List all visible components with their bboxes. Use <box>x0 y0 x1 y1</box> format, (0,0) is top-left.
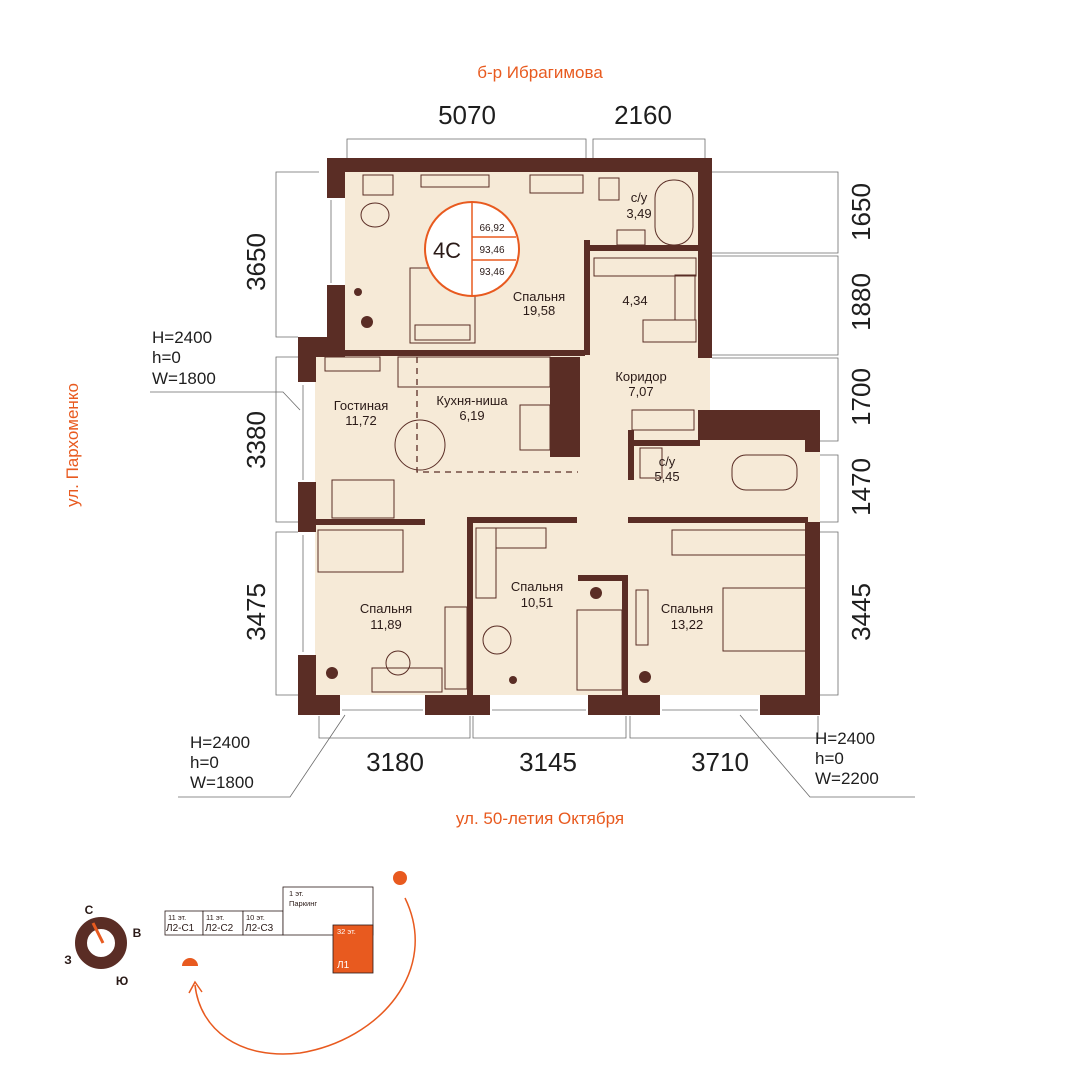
apartment-floor <box>315 170 820 695</box>
room-bath-mid-name: с/у <box>659 454 676 469</box>
svg-text:W=2200: W=2200 <box>815 769 879 788</box>
svg-text:h=0: h=0 <box>190 753 219 772</box>
badge-type: 4С <box>433 238 461 263</box>
dim-left-1: 3650 <box>241 233 271 291</box>
apartment-type-badge: 4С 66,92 93,46 93,46 <box>424 201 520 297</box>
dimension-guides <box>150 138 915 798</box>
svg-text:W=1800: W=1800 <box>152 369 216 388</box>
sun-icon <box>393 871 407 885</box>
dim-top-1: 5070 <box>438 100 496 130</box>
svg-text:11 эт.: 11 эт. <box>168 913 186 922</box>
svg-text:Л2-С1: Л2-С1 <box>166 923 195 934</box>
dim-top-2: 2160 <box>614 100 672 130</box>
dim-right-1: 1650 <box>846 183 876 241</box>
room-corridor-area: 7,07 <box>628 384 653 399</box>
dim-left-2: 3380 <box>241 411 271 469</box>
dim-right-3: 1700 <box>846 368 876 426</box>
room-bedroom-right-name: Спальня <box>661 601 713 616</box>
room-bedroom-mid-area: 10,51 <box>521 595 554 610</box>
sunrise-icon <box>182 958 198 966</box>
dim-bottom-2: 3145 <box>519 747 577 777</box>
street-left-label: ул. Пархоменко <box>63 383 82 507</box>
room-labels: с/у 3,49 4,34 Спальня 19,58 Коридор 7,07… <box>334 190 713 632</box>
room-bedroom-left-area: 11,89 <box>370 617 402 632</box>
dim-left-3: 3475 <box>241 583 271 641</box>
room-kitchen-area: 6,19 <box>459 408 484 423</box>
windows-glass <box>302 200 758 711</box>
compass-south: Ю <box>116 974 128 988</box>
svg-text:Л2-С3: Л2-С3 <box>245 923 274 934</box>
kitchen-zone-outline <box>416 357 578 473</box>
window-spec-left: H=2400 h=0 W=1800 <box>152 328 216 388</box>
svg-text:h=0: h=0 <box>815 749 844 768</box>
svg-text:W=1800: W=1800 <box>190 773 254 792</box>
compass-north: С <box>85 903 94 917</box>
svg-text:32 эт.: 32 эт. <box>337 927 356 936</box>
compass: С В Ю З <box>64 903 141 988</box>
dim-right-5: 3445 <box>846 583 876 641</box>
dim-right-4: 1470 <box>846 458 876 516</box>
compass-west: З <box>64 953 72 967</box>
room-living-area: 11,72 <box>345 413 377 428</box>
room-living-name: Гостиная <box>334 398 389 413</box>
compass-east: В <box>133 926 142 940</box>
svg-text:H=2400: H=2400 <box>815 729 875 748</box>
room-bedroom-top-name: Спальня <box>513 289 565 304</box>
room-corridor-name: Коридор <box>615 369 666 384</box>
room-closet-area: 4,34 <box>622 293 647 308</box>
plant-icons <box>326 288 651 684</box>
room-bath-top-name: с/у <box>631 190 648 205</box>
window-spec-bottom-left: H=2400 h=0 W=1800 <box>190 733 254 792</box>
badge-area-3: 93,46 <box>479 267 504 278</box>
window-spec-bottom-right: H=2400 h=0 W=2200 <box>815 729 879 788</box>
badge-area-1: 66,92 <box>479 223 504 234</box>
svg-text:1 эт.: 1 эт. <box>289 889 304 898</box>
room-kitchen-name: Кухня-ниша <box>436 393 508 408</box>
furniture <box>317 174 808 693</box>
svg-text:H=2400: H=2400 <box>190 733 250 752</box>
sun-path <box>182 871 416 1055</box>
dim-bottom-3: 3710 <box>691 747 749 777</box>
room-bedroom-mid-name: Спальня <box>511 579 563 594</box>
svg-text:Л1: Л1 <box>337 960 350 971</box>
svg-text:11 эт.: 11 эт. <box>206 913 224 922</box>
highlight-building <box>332 924 374 974</box>
site-plan: 11 эт. Л2-С1 11 эт. Л2-С2 10 эт. Л2-С3 1… <box>164 886 374 974</box>
svg-text:h=0: h=0 <box>152 348 181 367</box>
room-bath-mid-area: 5,45 <box>654 469 679 484</box>
room-bedroom-top-area: 19,58 <box>523 303 556 318</box>
room-bedroom-right-area: 13,22 <box>671 617 704 632</box>
svg-text:10 эт.: 10 эт. <box>246 913 265 922</box>
svg-text:H=2400: H=2400 <box>152 328 212 347</box>
street-bottom-label: ул. 50-летия Октября <box>456 809 624 828</box>
room-bedroom-left-name: Спальня <box>360 601 412 616</box>
svg-text:Л2-С2: Л2-С2 <box>205 923 234 934</box>
street-top-label: б-р Ибрагимова <box>477 63 603 82</box>
walls <box>298 158 820 715</box>
badge-area-2: 93,46 <box>479 245 504 256</box>
dim-right-2: 1880 <box>846 273 876 331</box>
dim-bottom-1: 3180 <box>366 747 424 777</box>
svg-text:Паркинг: Паркинг <box>289 899 317 908</box>
room-bath-top-area: 3,49 <box>626 206 651 221</box>
